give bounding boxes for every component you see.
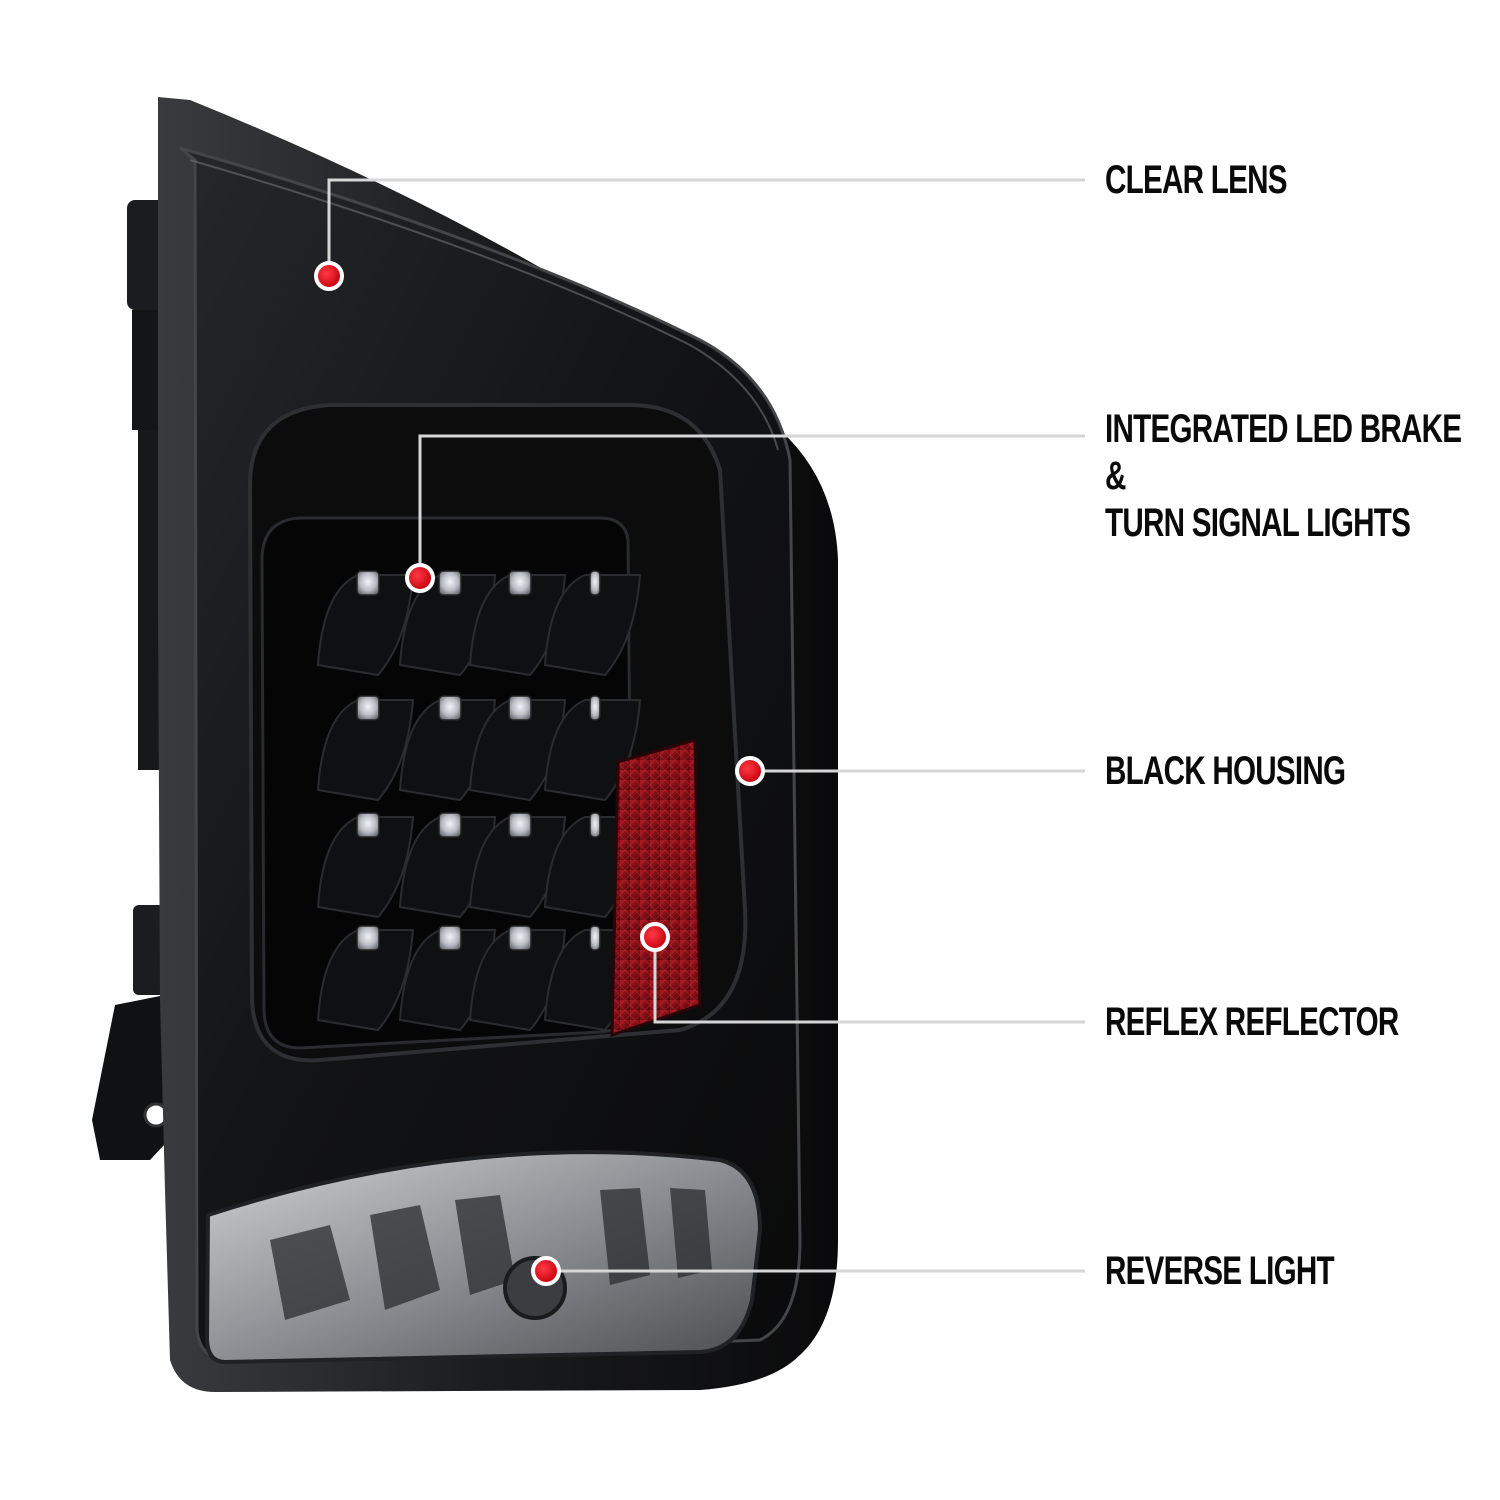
leader-led	[418, 434, 1085, 578]
reverse-light-facets	[270, 1188, 712, 1320]
led-pod	[316, 699, 415, 802]
led-emitter	[438, 695, 462, 721]
led-emitter	[438, 925, 462, 951]
marker-black-housing	[735, 756, 765, 786]
led-emitter	[508, 925, 532, 951]
leader-lines	[327, 178, 1085, 1273]
led-emitter	[589, 570, 601, 596]
marker-reverse-light	[531, 1256, 561, 1286]
led-pod	[316, 929, 415, 1032]
led-emitter	[508, 570, 532, 596]
label-reverse-light: REVERSE LIGHT	[1105, 1249, 1335, 1293]
led-pod	[468, 574, 567, 677]
led-pod	[468, 929, 567, 1032]
label-reflex-reflector: REFLEX REFLECTOR	[1105, 1000, 1399, 1044]
led-array	[316, 570, 642, 1032]
led-emitter	[438, 812, 462, 838]
led-emitter	[589, 812, 601, 838]
label-led-line2: &	[1105, 454, 1126, 498]
led-emitter	[589, 695, 601, 721]
label-black-housing: BLACK HOUSING	[1105, 749, 1346, 793]
led-emitter	[438, 570, 462, 596]
marker-led	[405, 563, 435, 593]
marker-reflex-reflector	[640, 922, 670, 952]
led-emitter	[356, 812, 380, 838]
led-emitter	[356, 695, 380, 721]
led-emitter	[356, 925, 380, 951]
reflex-reflector	[610, 738, 702, 1038]
led-emitter	[508, 695, 532, 721]
label-led-line3: TURN SIGNAL LIGHTS	[1105, 501, 1411, 545]
marker-clear-lens	[314, 261, 344, 291]
lens-highlight	[189, 159, 779, 451]
led-emitter	[508, 812, 532, 838]
callout-markers	[314, 261, 765, 1286]
led-emitter	[589, 925, 601, 951]
label-clear-lens: CLEAR LENS	[1105, 158, 1287, 202]
led-pod	[316, 816, 415, 919]
label-led-line1: INTEGRATED LED BRAKE	[1105, 407, 1462, 451]
led-pod	[543, 574, 642, 677]
leader-clear-lens	[327, 178, 1085, 276]
leader-reflex-reflector	[653, 937, 1085, 1024]
led-emitter	[356, 570, 380, 596]
led-pod	[468, 699, 567, 802]
led-pod	[468, 816, 567, 919]
label-integrated-led: INTEGRATED LED BRAKE & TURN SIGNAL LIGHT…	[1105, 406, 1462, 547]
